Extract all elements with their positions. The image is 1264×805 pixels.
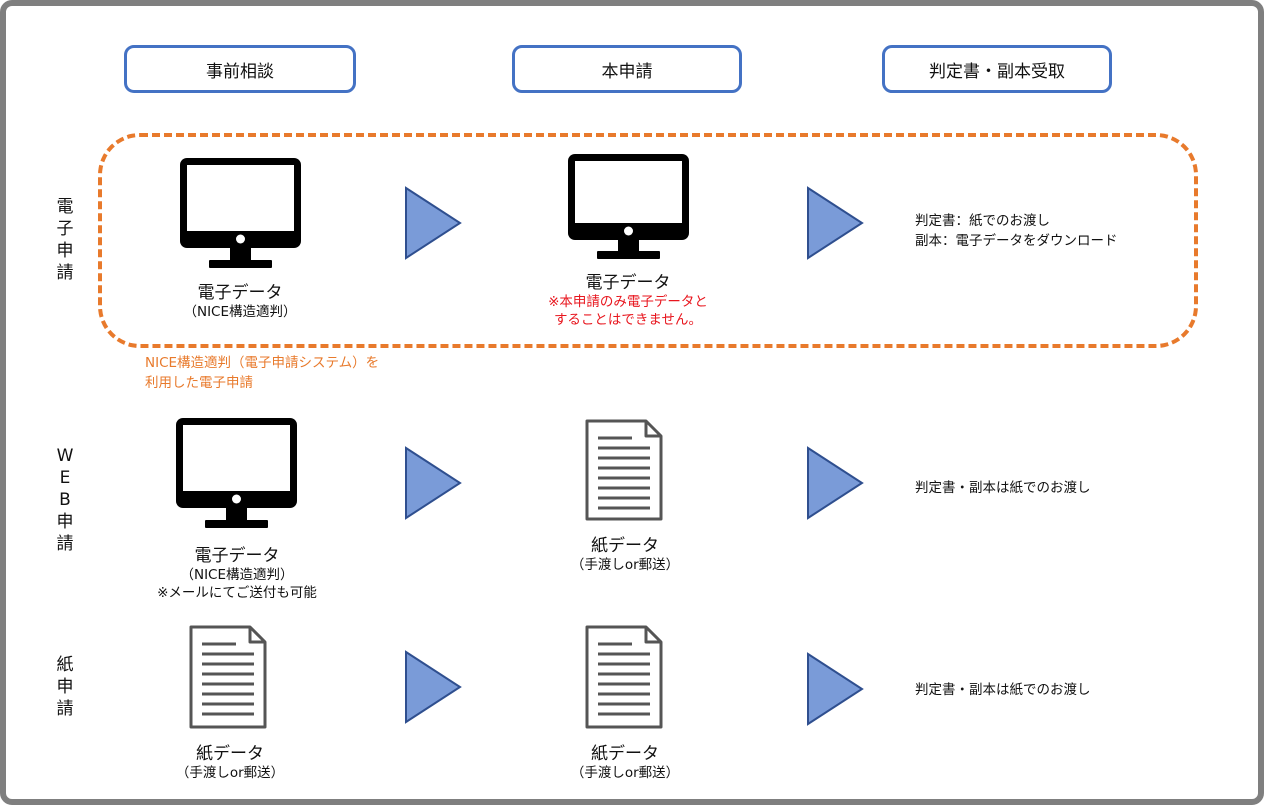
stage-receipt: 判定書・副本受取 — [882, 45, 1112, 93]
stage-main-application: 本申請 — [512, 45, 742, 93]
row3-pre-caption: 紙データ （手渡しor郵送） — [175, 744, 285, 782]
arrow-right-icon — [405, 650, 462, 724]
document-icon — [189, 625, 267, 729]
note-line-1: NICE構造適判（電子申請システム）を — [145, 355, 380, 371]
document-icon — [585, 625, 663, 729]
note-line-2: 利用した電子申請 — [145, 374, 253, 391]
row2-receipt-text: 判定書・副本は紙でのお渡し — [915, 480, 1091, 496]
document-icon — [585, 419, 663, 521]
monitor-icon — [568, 154, 689, 259]
row1-main-caption: 電子データ ※本申請のみ電子データと することはできません。 — [548, 273, 708, 329]
stage-pre-consultation: 事前相談 — [124, 45, 356, 93]
arrow-right-icon — [807, 652, 864, 726]
monitor-icon — [180, 158, 301, 268]
row2-pre-caption: 電子データ （NICE構造適判） ※メールにてご送付も可能 — [157, 546, 317, 602]
electronic-application-note: NICE構造適判（電子申請システム）を 利用した電子申請 — [145, 354, 379, 393]
row-label-electronic: 電子申請 — [56, 197, 74, 283]
row3-main-caption: 紙データ （手渡しor郵送） — [570, 744, 680, 782]
monitor-icon — [176, 418, 297, 528]
row1-receipt-text: 判定書：紙でのお渡し 副本：電子データをダウンロード — [915, 213, 1118, 249]
row3-receipt-text: 判定書・副本は紙でのお渡し — [915, 682, 1091, 698]
row2-main-caption: 紙データ （手渡しor郵送） — [570, 536, 680, 574]
arrow-right-icon — [807, 186, 864, 260]
arrow-right-icon — [807, 446, 864, 520]
row-label-paper: 紙申請 — [56, 655, 74, 719]
row1-pre-caption: 電子データ （NICE構造適判） — [183, 283, 297, 321]
electronic-application-group — [98, 133, 1198, 348]
arrow-right-icon — [405, 186, 462, 260]
arrow-right-icon — [405, 446, 462, 520]
